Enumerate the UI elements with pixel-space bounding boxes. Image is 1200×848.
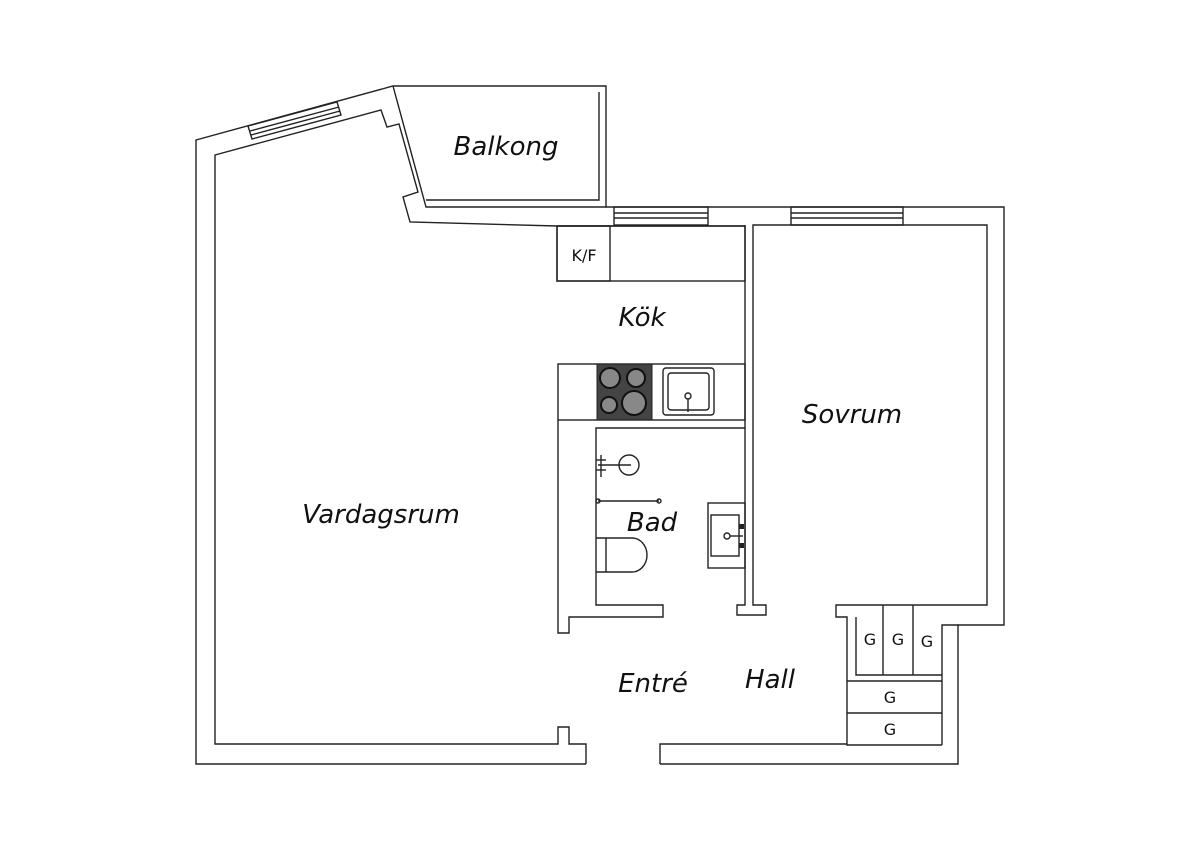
room-label-entrance: Entré — [618, 669, 688, 699]
room-label-living-room: Vardagsrum — [302, 500, 460, 530]
storage-label: G — [884, 720, 896, 739]
fridge-freezer — [556, 225, 611, 282]
storage-label: G — [921, 632, 933, 651]
room-label-kitchen: Kök — [618, 303, 666, 333]
stove-icon — [596, 363, 653, 421]
fridge-freezer-label: K/F — [571, 246, 596, 265]
room-label-bathroom: Bad — [627, 508, 678, 538]
storage-label: G — [884, 688, 896, 707]
room-label-balcony: Balkong — [454, 132, 559, 162]
bedroom-wall — [736, 224, 988, 746]
exterior-walls — [195, 85, 1005, 765]
window-bedroom — [790, 206, 904, 226]
bathroom-sink-icon — [707, 502, 746, 569]
storage-label: G — [864, 630, 876, 649]
window-living — [247, 101, 342, 140]
room-label-hall: Hall — [745, 665, 796, 695]
shower-curtain-rail — [595, 498, 662, 504]
storage-label: G — [892, 630, 904, 649]
kitchen-sink-icon — [662, 367, 715, 416]
bathroom-wall — [557, 420, 745, 634]
shower-icon — [596, 454, 640, 477]
toilet-icon — [596, 537, 648, 573]
room-label-bedroom: Sovrum — [802, 400, 902, 430]
window-kitchen — [613, 206, 709, 226]
storage-closets — [847, 605, 942, 714]
